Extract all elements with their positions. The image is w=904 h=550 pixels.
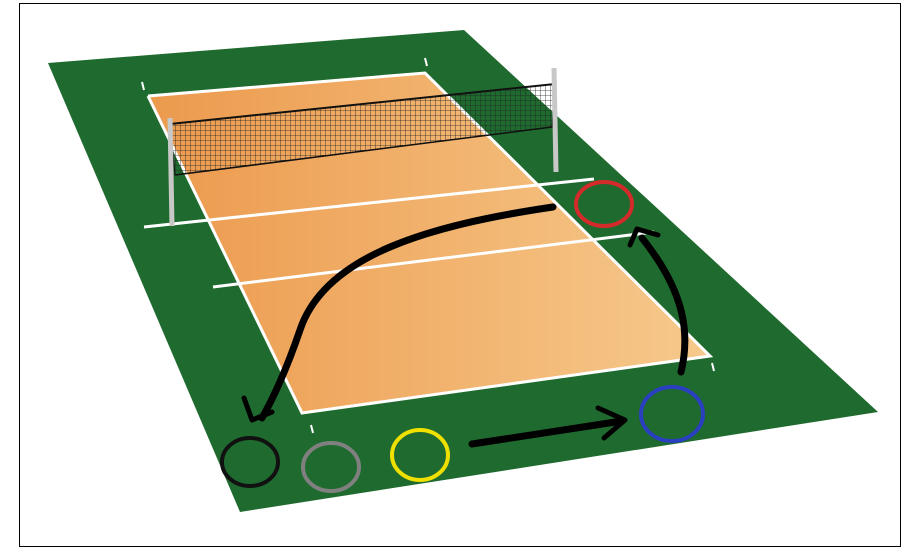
net-post-right xyxy=(554,68,556,172)
net-post-left xyxy=(170,118,172,226)
